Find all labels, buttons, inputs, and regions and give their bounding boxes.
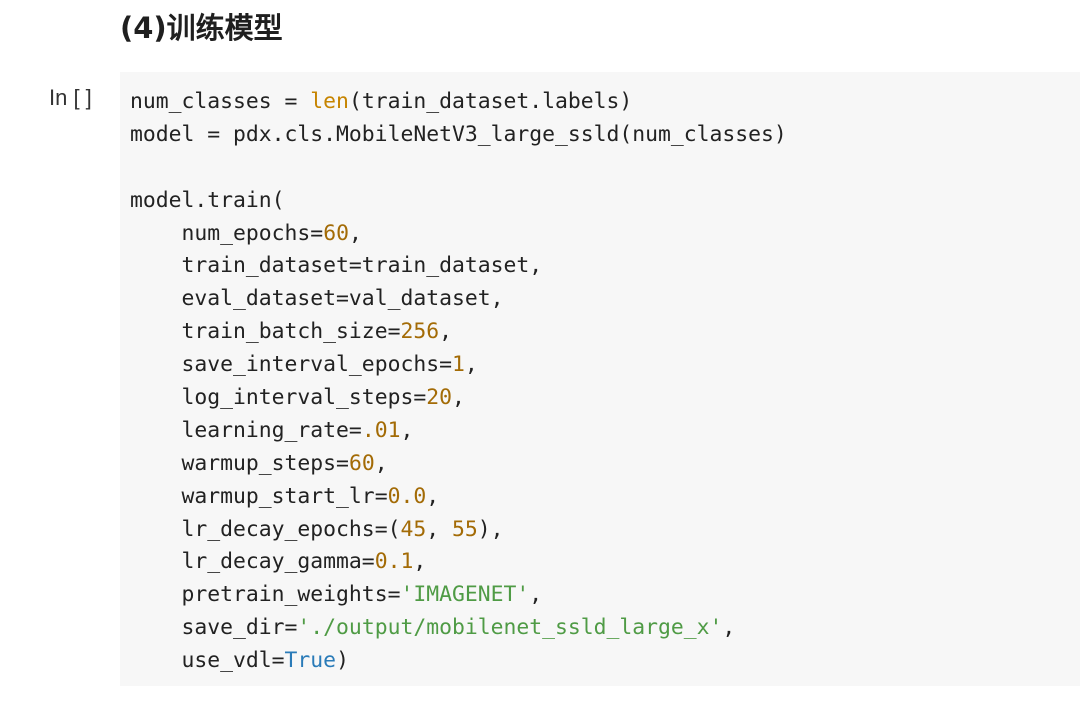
code-line: learning_rate=.01,: [130, 415, 1080, 448]
code-token-num: 60: [348, 450, 375, 476]
code-token-plain: train_dataset=train_dataset,: [181, 253, 543, 279]
code-token-plain: ): [336, 648, 349, 674]
code-token-plain: ,: [374, 450, 388, 476]
code-token-plain: lr_decay_epochs=(: [181, 516, 401, 542]
code-token-num: 20: [426, 385, 452, 411]
section-heading: (4)训练模型: [120, 11, 283, 45]
code-token-plain: save_dir=: [181, 615, 298, 641]
code-token-num: 45: [400, 516, 427, 542]
code-indent: [130, 615, 182, 640]
code-token-plain: ,: [722, 615, 736, 641]
code-line: [130, 152, 1080, 185]
code-token-builtin: len: [310, 89, 349, 114]
code-line: num_epochs=60,: [130, 218, 1080, 251]
code-line: model.train(: [130, 185, 1080, 218]
code-line: model = pdx.cls.MobileNetV3_large_ssld(n…: [130, 119, 1080, 152]
code-token-num: 60: [323, 220, 349, 246]
code-line: warmup_steps=60,: [130, 448, 1080, 481]
code-token-num: .01: [361, 417, 401, 443]
code-indent: [130, 517, 182, 542]
cell-prompt: In [ ]: [49, 85, 92, 110]
code-token-plain: ,: [529, 582, 543, 608]
code-line: train_batch_size=256,: [130, 316, 1080, 349]
code-token-plain: ,: [464, 352, 478, 378]
code-line: num_classes = len(train_dataset.labels): [130, 86, 1080, 119]
code-token-plain: lr_decay_gamma=: [181, 549, 375, 575]
code-token-plain: model.train(: [130, 187, 285, 213]
code-token-plain: ,: [439, 319, 452, 345]
code-token-plain: warmup_steps=: [181, 450, 349, 476]
code-line: lr_decay_epochs=(45, 55),: [130, 514, 1080, 547]
code-indent: [130, 385, 182, 410]
code-line: save_interval_epochs=1,: [130, 349, 1080, 382]
code-token-str: './output/mobilenet_ssld_large_x': [297, 615, 723, 641]
code-token-const: True: [284, 648, 337, 674]
code-token-num: 0.1: [374, 549, 414, 575]
code-token-plain: use_vdl=: [181, 648, 285, 674]
code-line: save_dir='./output/mobilenet_ssld_large_…: [130, 612, 1080, 645]
code-token-plain: model = pdx.cls.MobileNetV3_large_ssld(n…: [130, 121, 787, 147]
code-token-plain: save_interval_epochs=: [181, 352, 452, 378]
code-token-plain: ,: [348, 220, 362, 246]
code-token-plain: (train_dataset.labels): [348, 89, 633, 114]
code-indent: [130, 253, 182, 278]
code-line: train_dataset=train_dataset,: [130, 250, 1080, 283]
code-indent: [130, 221, 182, 246]
code-token-plain: ,: [426, 483, 440, 509]
code-indent: [130, 319, 182, 344]
code-token-num: 0.0: [387, 483, 427, 509]
code-cell-editor[interactable]: num_classes = len(train_dataset.labels)m…: [120, 72, 1080, 686]
code-indent: [130, 286, 182, 311]
code-line: use_vdl=True): [130, 645, 1080, 678]
code-token-plain: log_interval_steps=: [181, 385, 427, 411]
code-token-str: 'IMAGENET': [400, 582, 530, 608]
code-token-plain: ,: [413, 549, 427, 575]
code-token-plain: train_batch_size=: [181, 319, 401, 345]
code-token-plain: eval_dataset=val_dataset,: [181, 286, 504, 312]
code-line: warmup_start_lr=0.0,: [130, 481, 1080, 514]
code-token-plain: num_epochs=: [181, 220, 324, 246]
code-token-plain: pretrain_weights=: [181, 582, 401, 608]
code-indent: [130, 352, 182, 377]
code-line: pretrain_weights='IMAGENET',: [130, 579, 1080, 612]
code-indent: [130, 418, 182, 443]
code-token-plain: ),: [477, 516, 504, 542]
code-token-plain: ,: [426, 516, 452, 542]
code-line: eval_dataset=val_dataset,: [130, 283, 1080, 316]
code-indent: [130, 648, 182, 673]
code-token-plain: learning_rate=: [181, 417, 362, 443]
code-token-plain: ,: [451, 385, 465, 411]
code-token-plain: num_classes =: [130, 89, 311, 114]
code-indent: [130, 451, 182, 476]
code-token-num: 256: [400, 319, 440, 345]
code-token-num: 55: [451, 516, 478, 542]
code-token-plain: ,: [400, 417, 414, 443]
code-indent: [130, 549, 182, 574]
code-line: log_interval_steps=20,: [130, 382, 1080, 415]
code-indent: [130, 484, 182, 509]
code-indent: [130, 582, 182, 607]
code-line: lr_decay_gamma=0.1,: [130, 546, 1080, 579]
code-token-num: 1: [451, 352, 465, 378]
code-token-plain: warmup_start_lr=: [181, 483, 388, 509]
